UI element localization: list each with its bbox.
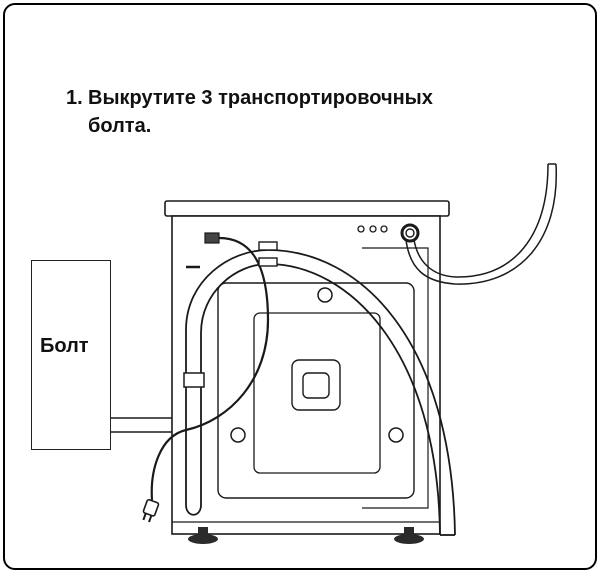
foot-left xyxy=(188,527,218,544)
instruction-line-1: Выкрутите 3 транспортировочных xyxy=(88,87,433,109)
inner-panel xyxy=(253,312,381,474)
foot-right xyxy=(394,527,424,544)
drum-hub-inner xyxy=(302,372,330,399)
bolt-label: Болт xyxy=(40,335,89,357)
instruction-text: 1.Выкрутите 3 транспортировочных болта. xyxy=(66,84,536,140)
power-plug xyxy=(142,498,160,523)
power-cord xyxy=(150,236,270,501)
hose-clamp-left xyxy=(183,372,205,388)
machine-body xyxy=(171,215,441,535)
instruction-line-2: болта. xyxy=(88,115,152,137)
drain-hose xyxy=(185,249,456,536)
transport-bolt-right xyxy=(388,427,404,443)
power-cord-socket xyxy=(204,232,220,244)
bolt-callout-box xyxy=(31,260,111,450)
rear-service-panel xyxy=(217,282,415,499)
indicator-dot-1 xyxy=(357,225,365,233)
hose-clamp-top-1 xyxy=(258,241,278,251)
indicator-dot-2 xyxy=(369,225,377,233)
inlet-hose xyxy=(405,163,557,285)
hose-clamp-top-2 xyxy=(258,257,278,267)
drum-hub-outer xyxy=(291,359,341,411)
indicator-dot-3 xyxy=(380,225,388,233)
step-number: 1. xyxy=(66,87,83,109)
transport-bolt-top xyxy=(317,287,333,303)
machine-top-panel xyxy=(164,200,450,217)
transport-bolt-left xyxy=(230,427,246,443)
